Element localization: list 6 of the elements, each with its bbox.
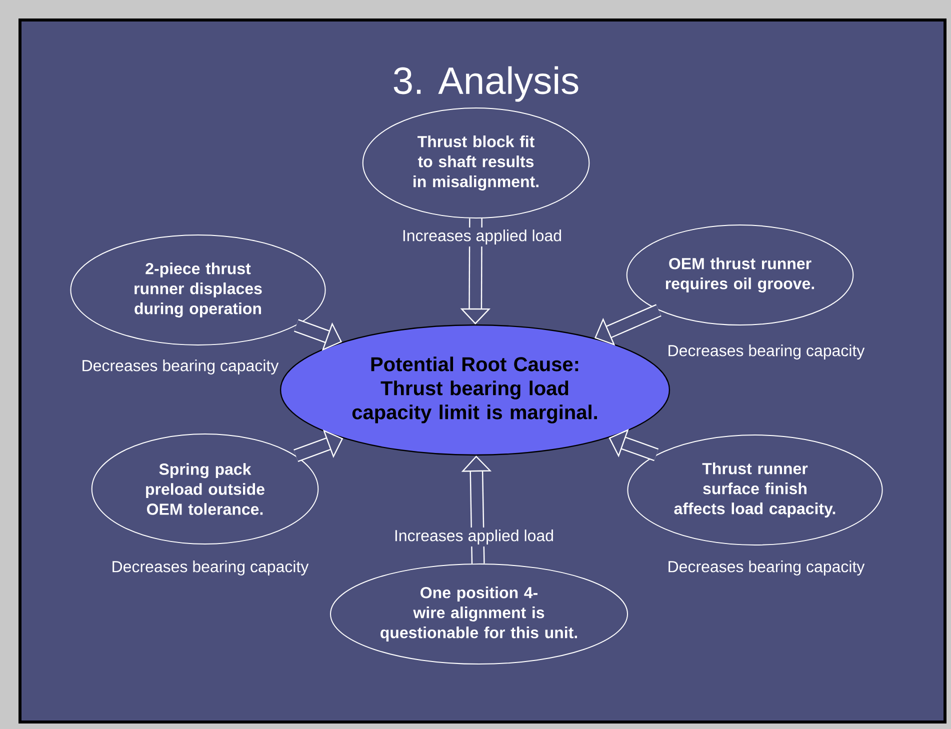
effect-caption: Decreases bearing capacity bbox=[668, 560, 865, 576]
effect-caption: Decreases bearing capacity bbox=[112, 560, 309, 576]
edge-label: Decreases bearing capacity bbox=[79, 358, 281, 376]
title: 3. Analysis bbox=[394, 66, 578, 102]
edge-label: Increases applied load bbox=[392, 528, 556, 546]
edge-label: Increases applied load bbox=[400, 228, 564, 246]
